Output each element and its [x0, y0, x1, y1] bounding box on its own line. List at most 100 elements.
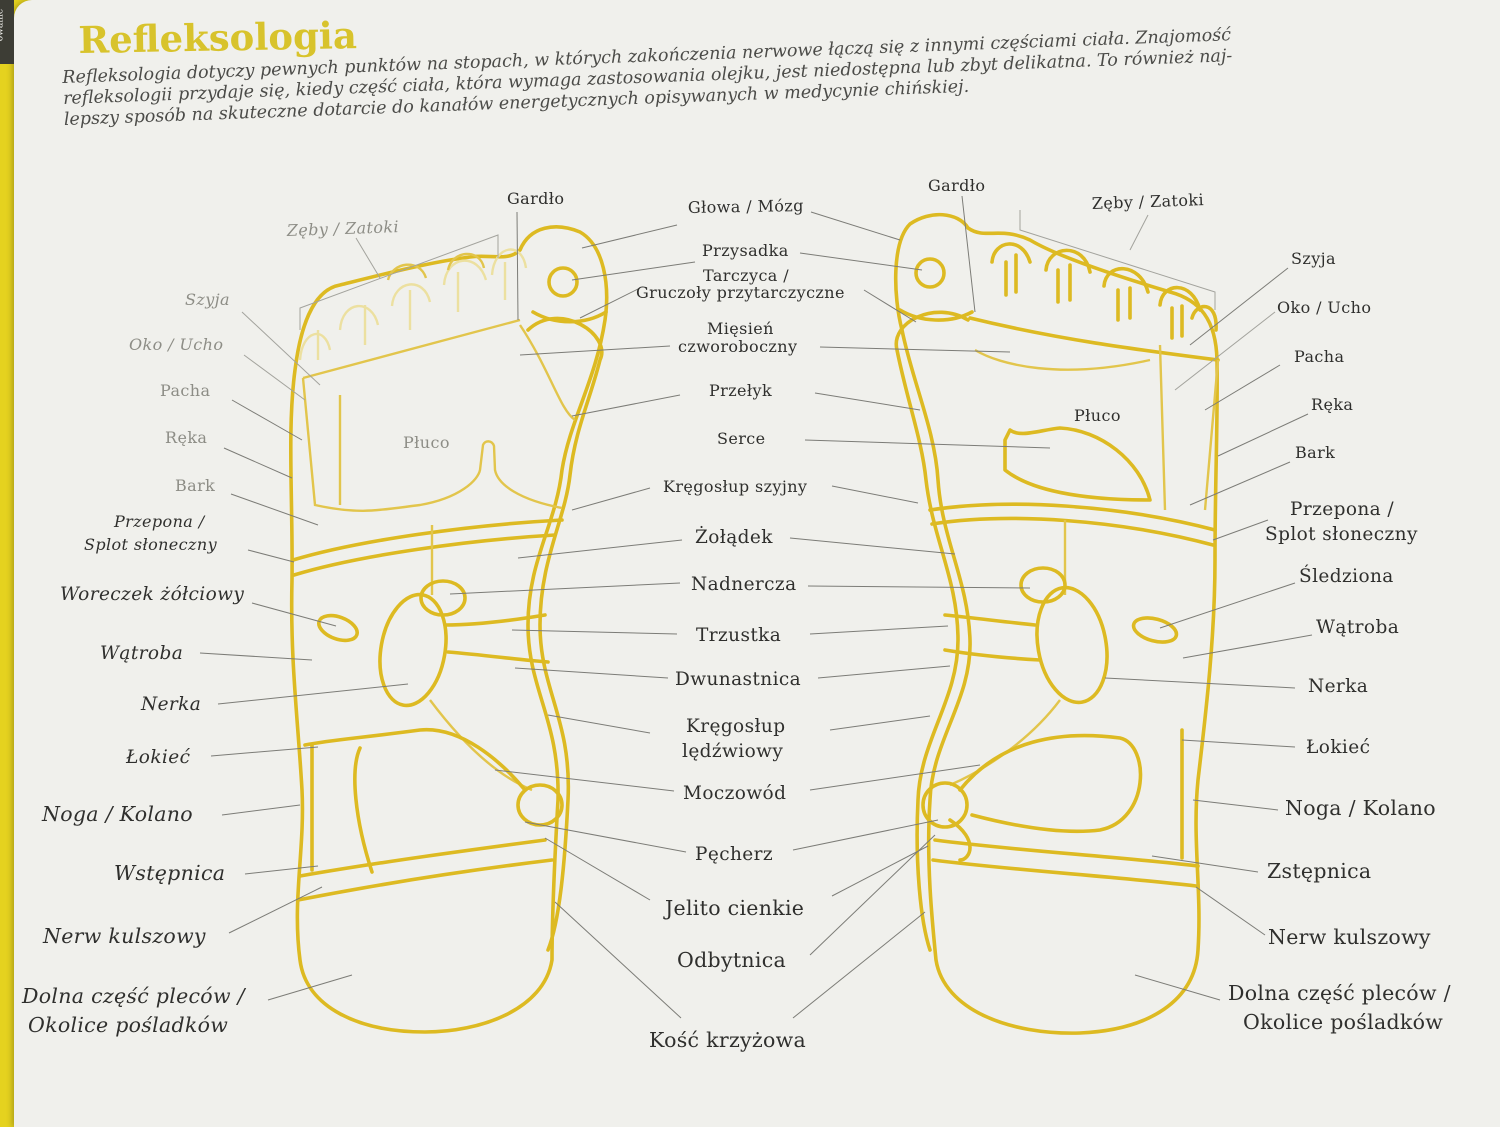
right-kidney — [1035, 585, 1109, 705]
label-left-nerw: Nerw kulszowy — [42, 924, 206, 948]
label-left-noga-kolano: Noga / Kolano — [41, 802, 193, 826]
label-jelito-cienkie: Jelito cienkie — [663, 896, 804, 920]
label-right-dolna-1: Dolna część pleców / — [1228, 981, 1451, 1005]
label-right-dolna-2: Okolice pośladków — [1243, 1010, 1443, 1034]
label-left-bark: Bark — [175, 476, 215, 495]
label-dwunastnica: Dwunastnica — [675, 669, 801, 690]
right-heart — [1003, 426, 1152, 502]
right-sciatic-band — [931, 838, 1200, 888]
label-left-szyja: Szyja — [185, 290, 230, 309]
right-spleen — [1131, 616, 1179, 644]
right-foot-inner-line — [894, 310, 970, 952]
label-right-zstepnica: Zstępnica — [1267, 859, 1371, 883]
label-trzustka: Trzustka — [696, 625, 781, 646]
left-small-toes — [298, 248, 528, 380]
right-pituitary-point — [914, 257, 946, 289]
left-neck-line — [519, 324, 576, 421]
label-serce: Serce — [717, 429, 766, 448]
left-foot-inner-line — [526, 316, 604, 952]
left-diaphragm — [291, 518, 564, 577]
label-kregoslup-szyjny: Kręgosłup szyjny — [663, 477, 807, 496]
label-left-wstepnica: Wstępnica — [114, 861, 225, 885]
label-nadnercza: Nadnercza — [691, 574, 797, 595]
left-foot-labels: Zęby / Zatoki Gardło Szyja Oko / Ucho Pa… — [21, 189, 564, 1037]
label-right-pacha: Pacha — [1294, 347, 1344, 366]
left-pituitary-point — [547, 266, 579, 298]
label-odbytnica: Odbytnica — [677, 948, 786, 972]
label-left-dolna-2: Okolice pośladków — [28, 1013, 228, 1037]
label-ledzwiowy-2: lędźwiowy — [682, 741, 783, 762]
left-foot — [288, 225, 609, 1034]
label-right-noga-kolano: Noga / Kolano — [1285, 796, 1436, 820]
right-lung-line — [974, 344, 1220, 511]
label-right-reka: Ręka — [1311, 395, 1353, 414]
label-przelyk: Przełyk — [709, 381, 772, 400]
label-right-bark: Bark — [1295, 443, 1335, 462]
leader-lines — [199, 195, 1313, 1019]
right-adrenal — [1019, 566, 1067, 604]
left-pancreas-band — [443, 613, 550, 664]
left-gallbladder — [317, 613, 359, 643]
left-small-intestine — [303, 727, 527, 874]
left-ureter — [429, 699, 533, 792]
label-left-pacha: Pacha — [160, 381, 210, 400]
label-glowa-mozg: Głowa / Mózg — [688, 196, 804, 217]
label-left-przepona-1: Przepona / — [113, 512, 206, 531]
label-left-dolna-1: Dolna część pleców / — [21, 984, 247, 1008]
label-pecherz: Pęcherz — [695, 844, 773, 865]
left-sciatic-band — [296, 838, 554, 902]
label-right-przepona-2: Splot słoneczny — [1265, 524, 1418, 545]
label-left-lokiec: Łokieć — [125, 747, 191, 768]
right-pancreas-band — [943, 613, 1042, 662]
label-left-gardlo: Gardło — [507, 189, 564, 208]
label-left-pluco: Płuco — [403, 433, 450, 452]
label-left-przepona-2: Splot słoneczny — [84, 535, 218, 554]
right-foot-outline — [893, 212, 1220, 1035]
right-foot — [893, 212, 1220, 1035]
center-labels: Głowa / Mózg Przysadka Tarczyca / Gruczo… — [636, 196, 845, 1052]
label-right-oko-ucho: Oko / Ucho — [1277, 298, 1371, 317]
chapter-tab: owanie — [0, 0, 14, 64]
label-right-pluco: Płuco — [1074, 406, 1121, 425]
right-ureter — [949, 699, 1061, 787]
page-sheet — [14, 0, 1500, 1127]
right-small-toes — [968, 242, 1220, 362]
label-tarczyca-1: Tarczyca / — [703, 266, 789, 285]
label-ledzwiowy-1: Kręgosłup — [686, 716, 785, 737]
left-big-toe-base — [531, 310, 608, 324]
left-lung-line — [301, 377, 563, 512]
right-diaphragm — [928, 502, 1217, 547]
label-zoladek: Żołądek — [695, 525, 773, 548]
label-left-nerka: Nerka — [140, 694, 201, 715]
label-right-nerka: Nerka — [1308, 676, 1368, 697]
label-right-przepona-1: Przepona / — [1290, 499, 1394, 520]
right-teeth-bracket — [1019, 210, 1216, 310]
right-big-toe-base — [898, 308, 974, 322]
right-small-intestine — [948, 733, 1143, 862]
label-kosc-krzyzowa: Kość krzyżowa — [649, 1028, 806, 1052]
label-right-sledziona: Śledziona — [1299, 564, 1394, 587]
label-right-gardlo: Gardło — [928, 176, 985, 195]
left-teeth-bracket — [299, 234, 499, 330]
label-left-watroba: Wątroba — [100, 643, 183, 664]
label-right-szyja: Szyja — [1291, 249, 1336, 268]
label-left-oko-ucho: Oko / Ucho — [129, 335, 223, 354]
label-left-zeby-zatoki: Zęby / Zatoki — [285, 217, 399, 240]
left-kidney — [378, 592, 448, 708]
label-miesien-1: Mięsień — [707, 319, 774, 338]
left-foot-outline — [288, 225, 609, 1034]
label-right-watroba: Wątroba — [1316, 617, 1399, 638]
label-przysadka: Przysadka — [702, 241, 789, 260]
label-left-reka: Ręka — [165, 428, 207, 447]
label-miesien-2: czworoboczny — [678, 337, 797, 356]
label-right-nerw: Nerw kulszowy — [1268, 925, 1431, 949]
label-right-lokiec: Łokieć — [1306, 737, 1370, 758]
label-moczowod: Moczowód — [683, 783, 786, 804]
right-bladder — [921, 781, 969, 829]
left-adrenal — [419, 579, 467, 617]
label-right-zeby-zatoki: Zęby / Zatoki — [1091, 190, 1204, 213]
label-tarczyca-2: Gruczoły przytarczyczne — [636, 283, 845, 302]
right-foot-labels: Gardło Zęby / Zatoki Szyja Oko / Ucho Pa… — [928, 176, 1451, 1034]
